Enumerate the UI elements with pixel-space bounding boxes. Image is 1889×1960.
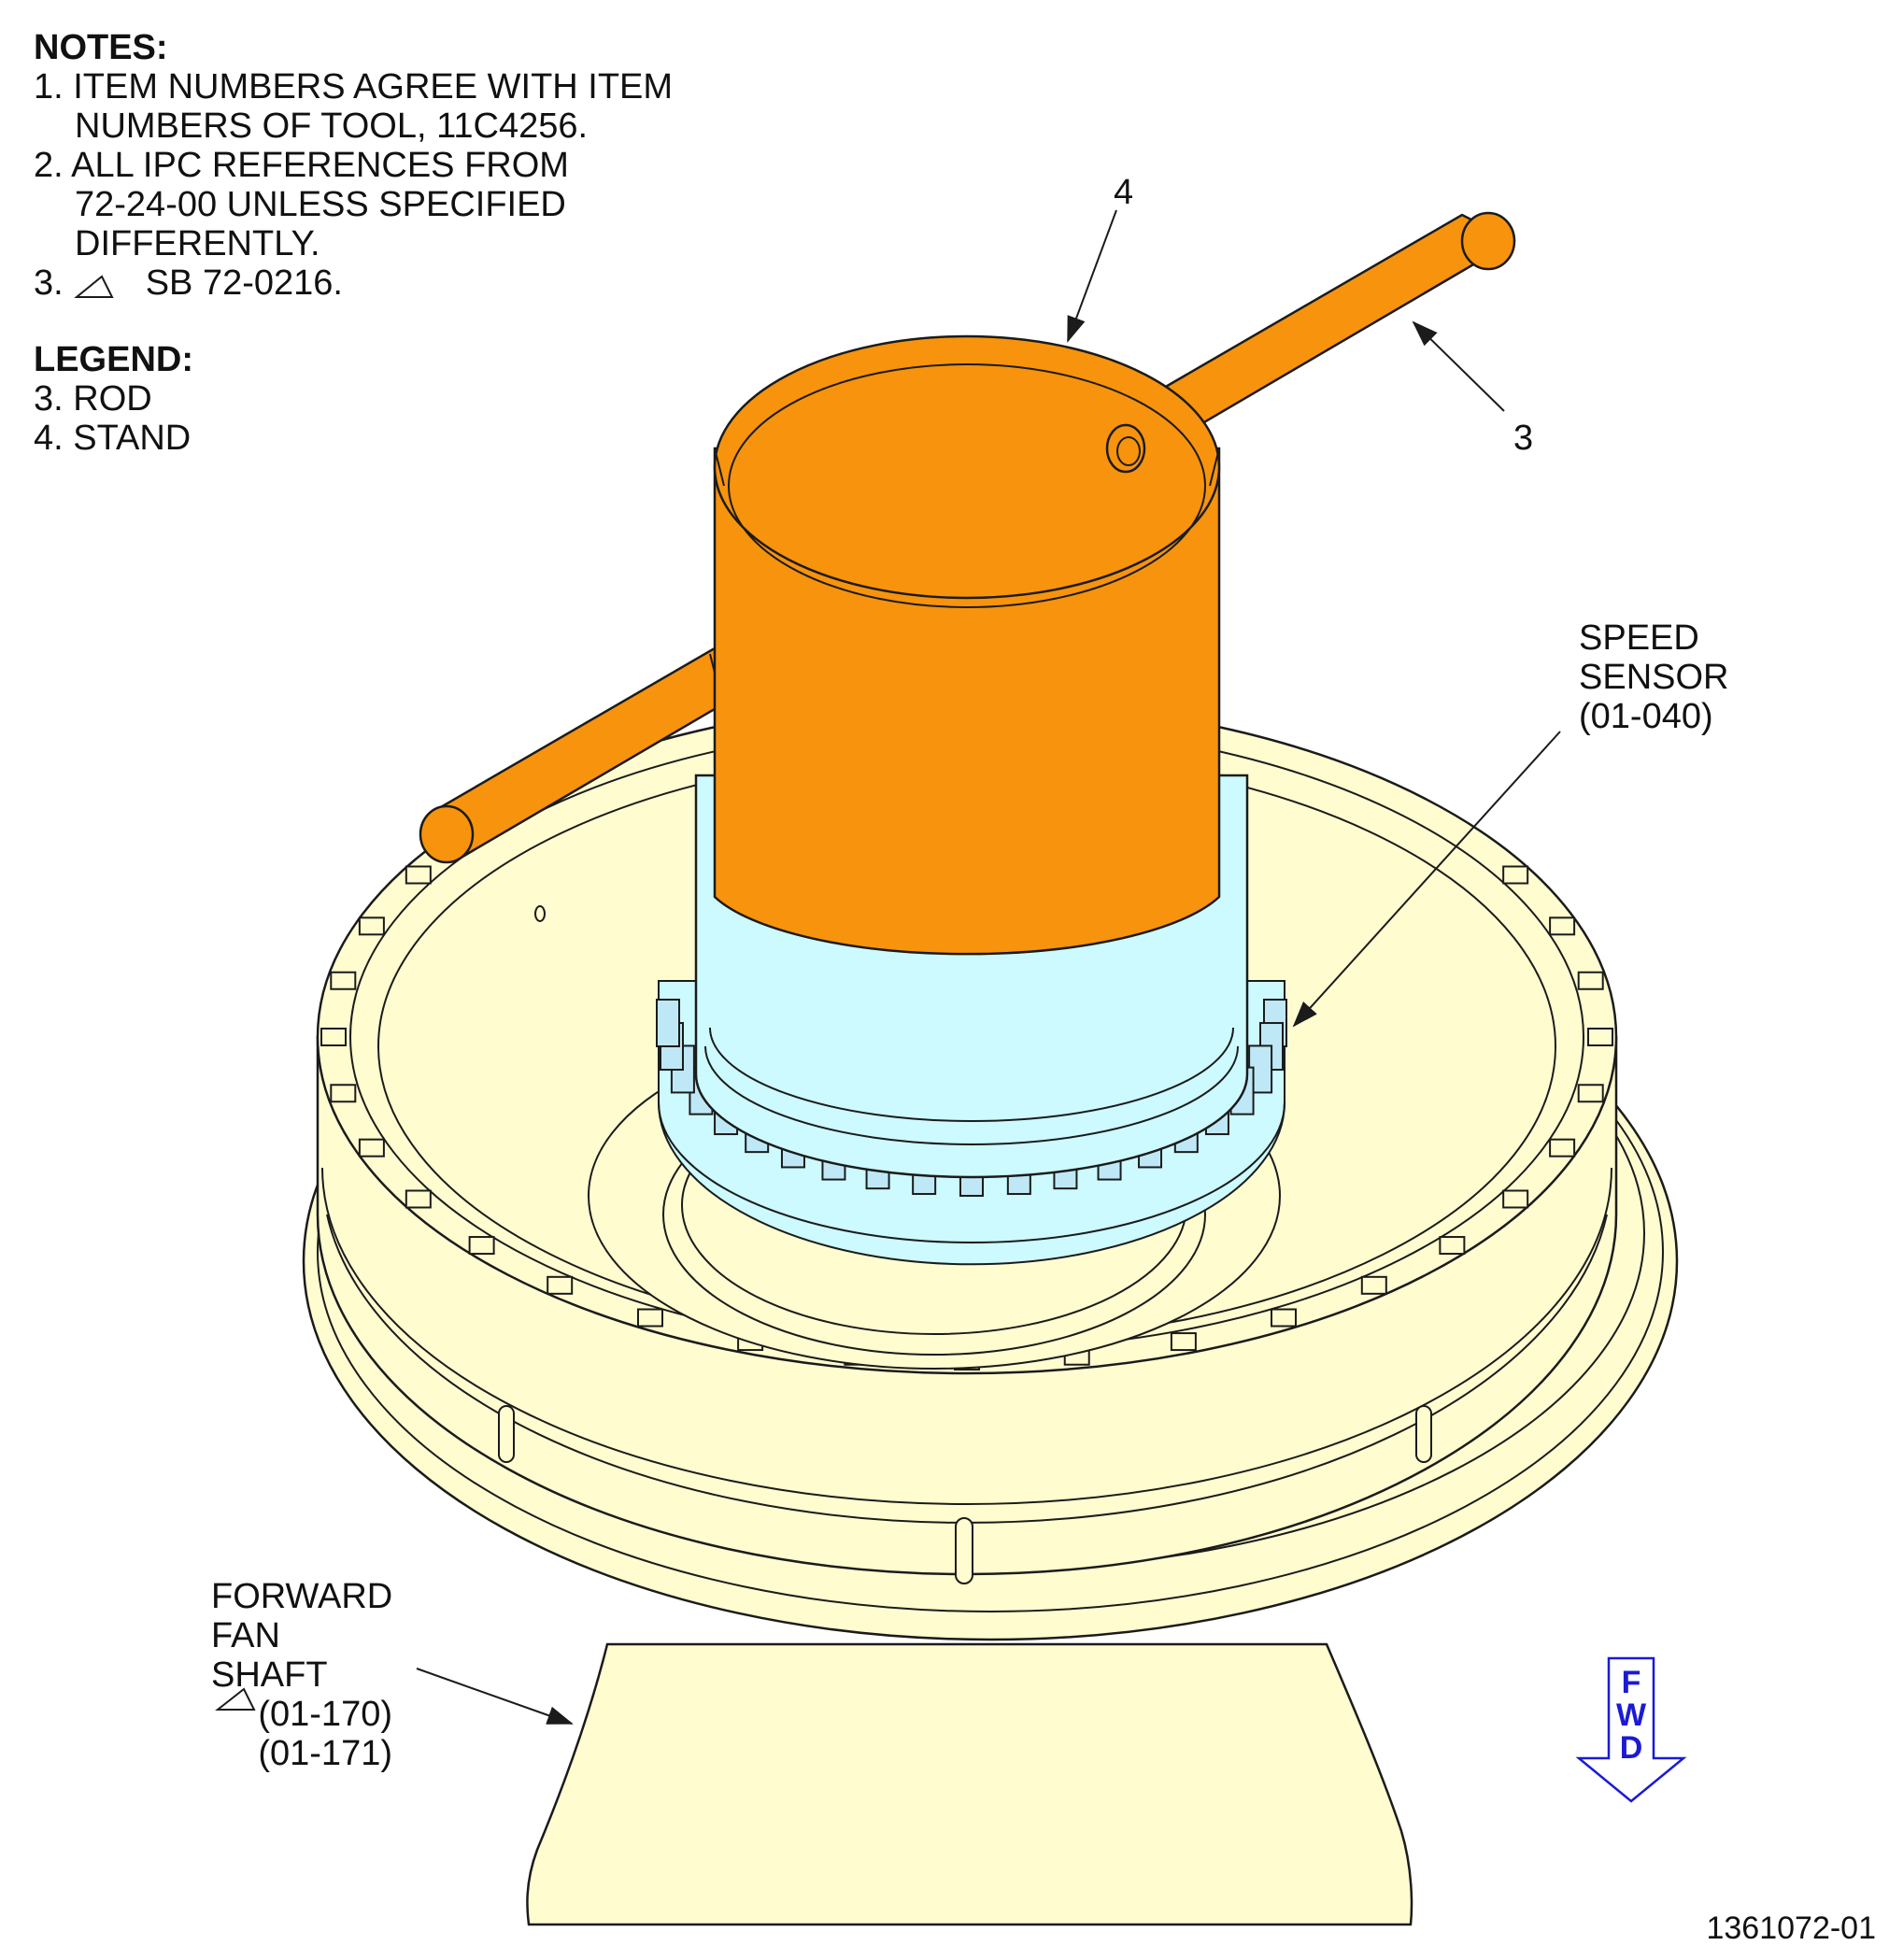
- rim-slot: [1502, 1189, 1529, 1209]
- fan-shaft-line-3: (01-170): [258, 1695, 392, 1734]
- note-3: 3. SB 72-0216.: [34, 263, 673, 303]
- note-1-line-1: 1. ITEM NUMBERS AGREE WITH ITEM: [34, 67, 674, 107]
- note-2-line-1: 2. ALL IPC REFERENCES FROM: [34, 146, 569, 185]
- rim-slot: [1170, 1332, 1197, 1352]
- fan-shaft-line-1: FORWARD: [211, 1577, 393, 1616]
- callout-stand-number: 4: [1114, 173, 1134, 212]
- legend-heading: LEGEND:: [34, 340, 193, 379]
- rim-slot: [405, 1189, 432, 1209]
- legend-item-rod: 3. ROD: [34, 379, 152, 419]
- speed-sensor-line-3: (01-040): [1579, 697, 1713, 736]
- rim-slot: [1360, 1275, 1387, 1295]
- fwd-letter-f: F: [1622, 1665, 1641, 1700]
- rim-slot: [1502, 865, 1529, 885]
- note-2-line-2: 72-24-00 UNLESS SPECIFIED: [75, 185, 566, 224]
- rim-slot: [547, 1275, 574, 1295]
- rim-slot: [468, 1236, 495, 1256]
- rim-slot: [358, 916, 385, 936]
- fwd-letter-w: W: [1616, 1697, 1647, 1733]
- rim-slot: [358, 1138, 385, 1158]
- rim-slot: [330, 1084, 357, 1103]
- callout-rod-number: 3: [1513, 419, 1534, 458]
- callout-speed-sensor: SPEED SENSOR (01-040): [1579, 618, 1728, 736]
- document-number: 1361072-01: [1706, 1910, 1876, 1946]
- rim-slot: [1271, 1308, 1297, 1328]
- stand: [709, 334, 1221, 956]
- rim-slot: [405, 865, 432, 885]
- rim-slot: [1577, 1084, 1604, 1103]
- note-3-prefix: 3.: [34, 263, 64, 303]
- note-2-line-3: DIFFERENTLY.: [75, 224, 320, 263]
- rim-pins: [498, 1405, 1432, 1584]
- fwd-letter-d: D: [1620, 1730, 1643, 1766]
- speed-sensor-line-2: SENSOR: [1579, 658, 1729, 697]
- rim-slot: [637, 1308, 663, 1328]
- leader-lines: [416, 209, 1561, 1725]
- rim-slot: [320, 1028, 347, 1046]
- sb-symbols: [74, 275, 256, 1711]
- speed-sensor-line-1: SPEED: [1579, 618, 1699, 658]
- fan-shaft-line-2: FAN SHAFT: [211, 1616, 328, 1695]
- rim-slot: [1439, 1236, 1466, 1256]
- sensor-tooth: [656, 999, 680, 1047]
- notes-block: NOTES: 1. ITEM NUMBERS AGREE WITH ITEM N…: [34, 28, 673, 458]
- rim-slot: [1549, 1138, 1576, 1158]
- note-1-line-2: NUMBERS OF TOOL, 11C4256.: [75, 107, 589, 146]
- forward-fan-shaft: [526, 1642, 1413, 1926]
- rim-slot: [1577, 971, 1604, 990]
- callout-fan-shaft: FORWARD FAN SHAFT (01-170) (01-171): [211, 1577, 392, 1773]
- legend-item-stand: 4. STAND: [34, 419, 192, 458]
- fwd-arrow: F W D: [1575, 1656, 1687, 1803]
- note-3-text: SB 72-0216.: [145, 263, 343, 303]
- rim-slot: [1549, 916, 1576, 936]
- rim-slot: [330, 971, 357, 990]
- rim-slot: [1587, 1028, 1613, 1046]
- fan-shaft-line-4: (01-171): [258, 1734, 392, 1773]
- notes-heading: NOTES:: [34, 28, 168, 67]
